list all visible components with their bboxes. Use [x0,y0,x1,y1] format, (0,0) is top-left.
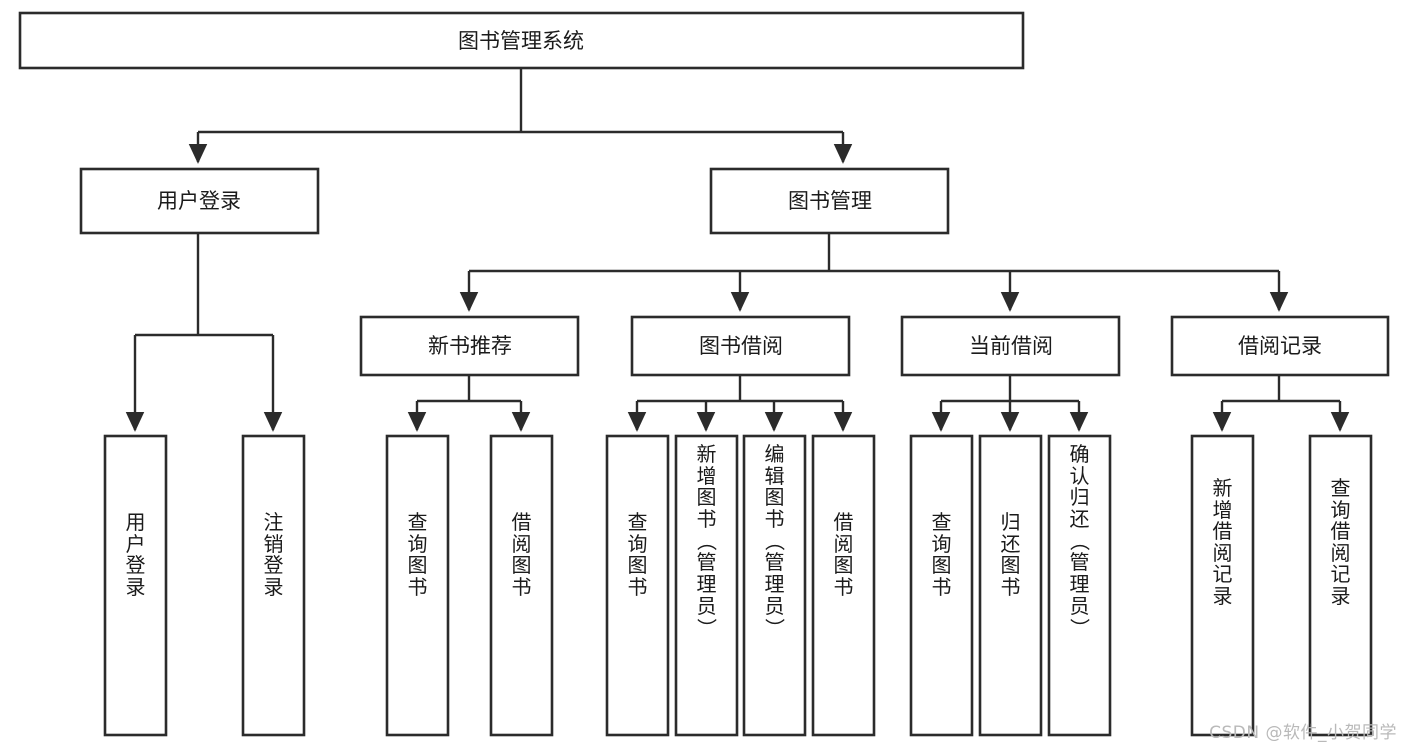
connector-current-borrow-to-leaves [931,375,1089,432]
node-leaf-logout-login[interactable] [241,434,306,737]
csdn-watermark: CSDN @软件_小贺同学 [1209,723,1397,743]
node-borrow-record-label: 借阅记录 [1238,334,1322,358]
node-leaf-return-book[interactable] [978,434,1043,737]
node-leaf-query-book-2[interactable] [605,434,670,737]
node-leaf-add-borrow-record[interactable] [1190,434,1255,737]
connector-borrow-record-to-leaves [1212,375,1350,432]
node-root[interactable]: 图书管理系统 [18,11,1025,70]
node-new-book-recommend-label: 新书推荐 [428,334,512,358]
node-root-label: 图书管理系统 [458,29,584,53]
node-leaf-query-book-1[interactable] [385,434,450,737]
node-leaf-query-borrow-record[interactable] [1308,434,1373,737]
connector-book-borrow-to-leaves [627,375,853,432]
connector-book-management-to-level3 [459,233,1289,312]
node-current-borrow-label: 当前借阅 [969,334,1053,358]
node-leaf-borrow-book-2[interactable] [811,434,876,737]
connector-user-login-to-leaves [125,233,283,432]
node-current-borrow[interactable]: 当前借阅 [900,315,1121,377]
node-book-borrow[interactable]: 图书借阅 [630,315,851,377]
node-leaf-confirm-return-admin[interactable] [1047,434,1112,737]
node-leaf-add-book-admin[interactable] [674,434,739,737]
node-user-login-label: 用户登录 [157,189,241,213]
node-leaf-borrow-book-1[interactable] [489,434,554,737]
connector-new-book-recommend-to-leaves [407,375,531,432]
node-book-borrow-label: 图书借阅 [699,334,783,358]
node-leaf-query-book-3[interactable] [909,434,974,737]
node-leaf-user-login[interactable] [103,434,168,737]
node-borrow-record[interactable]: 借阅记录 [1170,315,1390,377]
connector-root-to-level2 [188,69,853,164]
node-book-management[interactable]: 图书管理 [709,167,950,235]
node-book-management-label: 图书管理 [788,189,872,213]
node-leaf-edit-book-admin[interactable] [742,434,807,737]
node-new-book-recommend[interactable]: 新书推荐 [359,315,580,377]
node-user-login[interactable]: 用户登录 [79,167,320,235]
